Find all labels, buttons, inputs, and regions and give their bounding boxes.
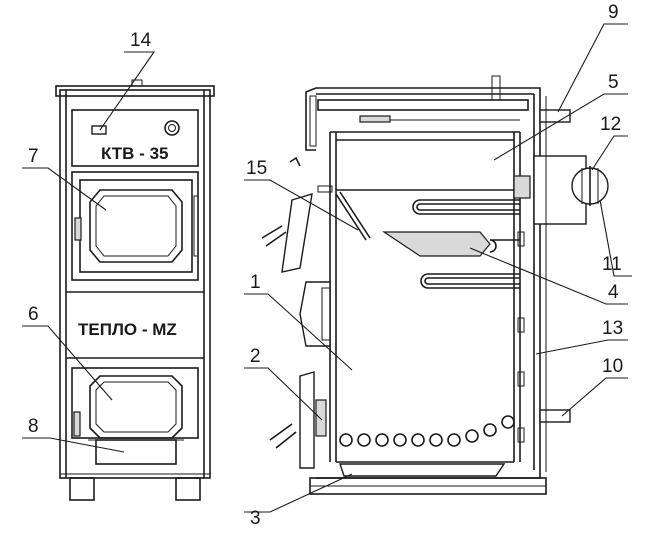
heat-tube-lower	[420, 273, 520, 289]
door-handle-icon	[74, 217, 82, 241]
front-top-cap	[55, 85, 215, 97]
front-leg-right	[175, 477, 201, 501]
heat-tube-upper	[412, 199, 520, 215]
callout-2: 2	[250, 346, 261, 367]
model-label: КТВ - 35	[101, 144, 168, 163]
front-body	[59, 89, 211, 479]
door-handle-icon	[73, 411, 81, 437]
return-pipe	[539, 409, 571, 423]
front-leg-left	[69, 477, 95, 501]
callout-15: 15	[246, 158, 267, 179]
callout-13: 13	[602, 318, 623, 339]
grate-tubes	[339, 415, 515, 447]
callout-1: 1	[250, 272, 261, 293]
callout-9: 9	[608, 2, 619, 23]
flow-pipe	[539, 109, 571, 123]
callout-4: 4	[608, 282, 619, 303]
section-view	[261, 75, 609, 495]
boiler-shell	[316, 87, 541, 479]
heat-deflector	[382, 231, 491, 257]
callout-6: 6	[28, 304, 39, 325]
lower-door	[89, 375, 183, 439]
front-view: КТВ - 35 ТЕПЛО - MZ	[55, 79, 215, 501]
lower-door-frame	[71, 367, 199, 439]
upper-door	[89, 189, 183, 263]
callout-5: 5	[608, 72, 619, 93]
callout-12: 12	[600, 114, 621, 135]
brand-label: ТЕПЛО - MZ	[78, 320, 177, 339]
callout-8: 8	[28, 416, 39, 437]
upper-door-frame	[71, 171, 199, 281]
control-panel	[71, 109, 199, 167]
ash-pan	[339, 463, 506, 477]
callout-numbers: 14 7 6 8 15 1 2 3 9 5 12 11 4 13 10	[28, 2, 623, 529]
callout-10: 10	[602, 356, 623, 377]
callout-3: 3	[250, 508, 261, 529]
loading-door-open	[281, 193, 313, 273]
ash-box	[95, 439, 177, 465]
gauge-dial	[164, 120, 180, 136]
callout-11: 11	[602, 254, 622, 275]
baffle	[335, 193, 367, 241]
callout-7: 7	[28, 146, 39, 167]
leader-lines	[22, 23, 632, 513]
callout-14: 14	[130, 30, 152, 51]
ash-door	[299, 371, 315, 469]
thermometer-icon	[91, 125, 107, 135]
